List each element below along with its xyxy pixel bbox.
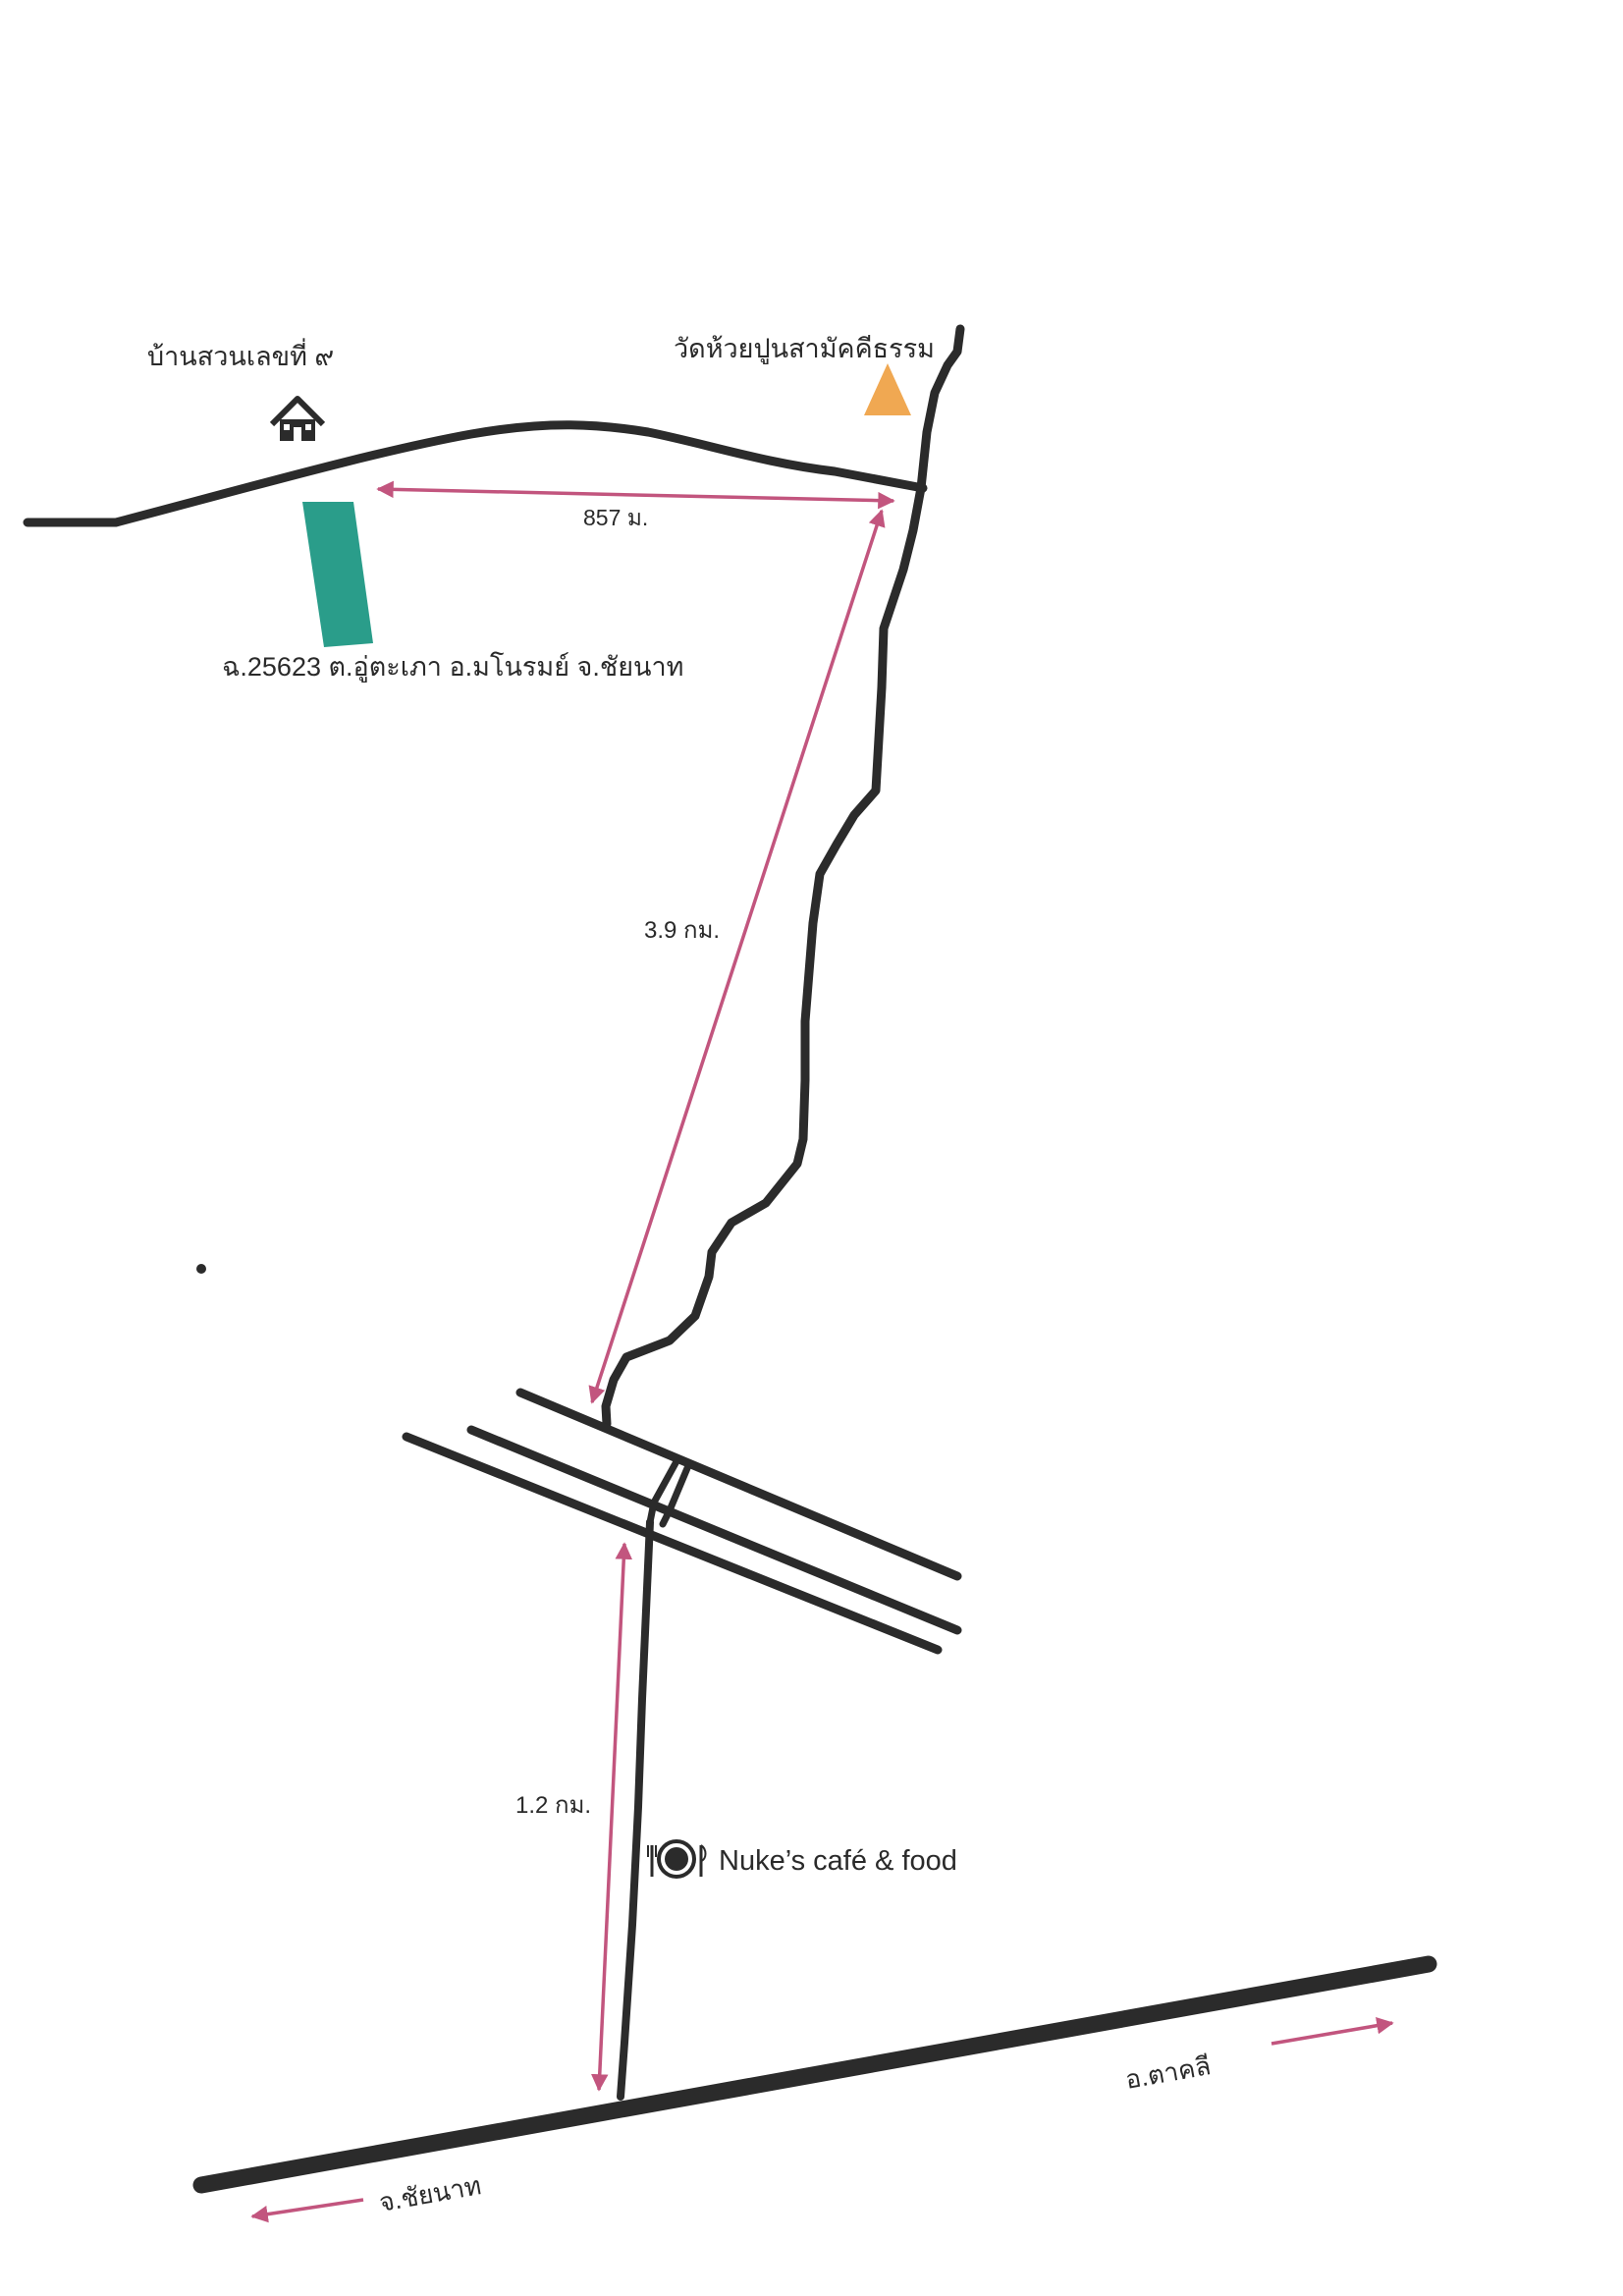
crossing-road-left: [646, 1459, 679, 1526]
house-label: บ้านสวนเลขที่ ๙: [147, 338, 334, 371]
map-dot: [196, 1264, 206, 1274]
house-icon: [269, 396, 326, 441]
distance-label-middle: 3.9 กม.: [644, 917, 720, 944]
main-highway: [192, 1955, 1437, 2194]
land-plot-marker: [302, 502, 373, 647]
distance-arrow-bottom: [590, 1542, 633, 2092]
connector-road: [601, 324, 965, 1429]
south-road: [617, 1518, 654, 2101]
direction-label-left: จ.ชัยนาท: [377, 2170, 483, 2217]
distance-arrow-middle: [588, 509, 886, 1404]
cafe-label: Nuke’s café & food: [719, 1845, 957, 1877]
temple-triangle-icon: [864, 363, 911, 415]
top-road: [23, 420, 928, 527]
plate-fork-knife-icon: [647, 1839, 707, 1879]
direction-arrow-right: [1271, 2017, 1394, 2046]
railway-track-lower: [402, 1432, 943, 1655]
temple-label: วัดห้วยปูนสามัคคีธรรม: [674, 334, 935, 364]
distance-label-bottom: 1.2 กม.: [515, 1792, 591, 1819]
plot-label: ฉ.25623 ต.อู่ตะเภา อ.มโนรมย์ จ.ชัยนาท: [222, 651, 683, 683]
direction-arrow-left: [250, 2198, 364, 2223]
railway-track-upper: [515, 1388, 962, 1581]
direction-label-right: อ.ตาคลี: [1123, 2050, 1214, 2095]
crossing-road-right: [659, 1464, 691, 1528]
railway-track-middle: [466, 1425, 962, 1635]
distance-label-top: 857 ม.: [583, 505, 648, 530]
distance-arrow-top: [376, 480, 895, 510]
